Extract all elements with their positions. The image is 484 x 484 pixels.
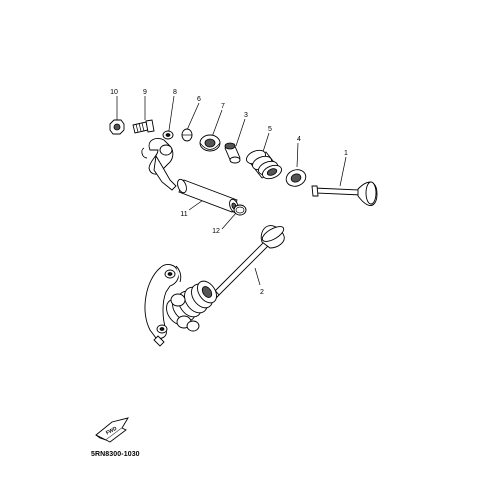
part-7-valve-retainer — [199, 134, 221, 152]
part-10-nut — [109, 119, 125, 135]
label-3: 3 — [244, 112, 248, 119]
label-2: 2 — [260, 289, 264, 296]
part-9-adjusting-screw — [132, 119, 155, 134]
lower-rocker-assembly — [144, 264, 217, 347]
fwd-label: FWD — [105, 426, 118, 437]
label-11: 11 — [180, 211, 187, 218]
callout-labels: 10 9 8 6 7 3 5 4 1 11 12 2 — [110, 89, 348, 296]
label-9: 9 — [143, 89, 147, 96]
diagram-code: 5RN8300-1030 — [91, 451, 140, 458]
label-10: 10 — [110, 89, 118, 96]
label-5: 5 — [268, 126, 272, 133]
part-12-o-ring — [233, 204, 247, 216]
part-6-valve-cotter — [181, 128, 193, 142]
label-4: 4 — [297, 136, 301, 143]
part-8-rocker-arm — [141, 130, 177, 191]
fwd-arrow-indicator: FWD — [95, 417, 129, 443]
label-1: 1 — [344, 150, 348, 157]
part-2-valve — [208, 225, 285, 300]
label-12: 12 — [212, 228, 220, 235]
part-1-valve — [311, 181, 378, 207]
label-8: 8 — [173, 89, 177, 96]
part-5-valve-spring — [246, 149, 282, 180]
part-3-stem-seal — [224, 142, 241, 164]
label-6: 6 — [197, 96, 201, 103]
part-11-rocker-shaft — [177, 178, 239, 214]
label-7: 7 — [221, 103, 225, 110]
part-4-spring-seat — [285, 169, 307, 187]
